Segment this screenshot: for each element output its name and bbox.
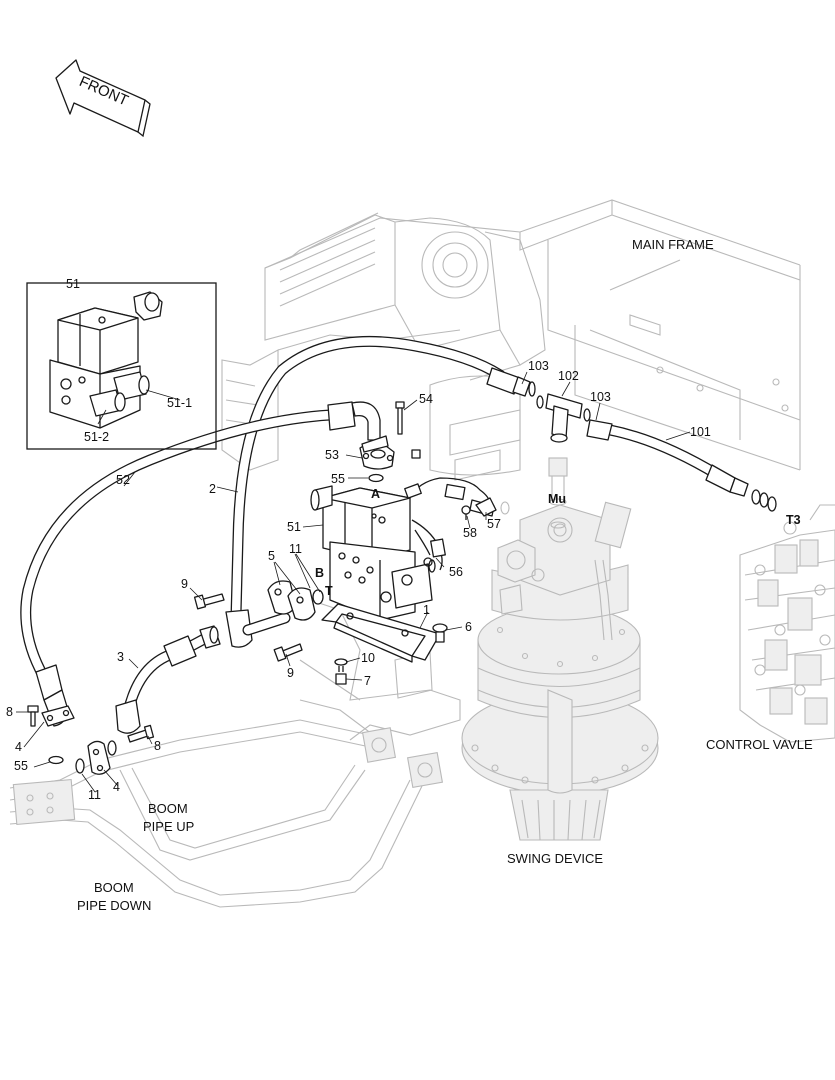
callout-2: 2	[209, 482, 216, 496]
tube-to-valve	[242, 612, 291, 636]
callout-52: 52	[116, 473, 130, 487]
control-valve-caption: CONTROL VAVLE	[706, 737, 813, 752]
boom-pipe-down	[9, 751, 444, 908]
valve-block-51	[310, 485, 436, 621]
bracket-1	[321, 603, 441, 663]
inset-title: 51	[66, 277, 80, 291]
harness-56	[404, 477, 495, 571]
inset-label-51-1: 51-1	[167, 396, 192, 410]
port-mu-label: Mu	[548, 492, 566, 506]
bolt-9-upper	[193, 593, 225, 610]
control-valve	[739, 504, 835, 743]
fitting-102	[536, 393, 591, 443]
callout-103-right: 103	[590, 390, 611, 404]
bolt-8-right	[127, 724, 155, 743]
callout-11-upper: 11	[289, 542, 302, 556]
leader-lines	[16, 371, 691, 793]
callout-4-right: 4	[113, 780, 120, 794]
bolt-6	[432, 623, 448, 643]
diagram-labels: MAIN FRAME CONTROL VAVLE SWING DEVICE BO…	[6, 237, 813, 913]
main-frame-caption: MAIN FRAME	[632, 237, 714, 252]
flange-4-right	[87, 740, 117, 775]
oring-55-lower	[48, 755, 64, 765]
bolt-9-lower	[273, 643, 303, 662]
callout-58: 58	[463, 526, 477, 540]
hose-3	[115, 625, 221, 734]
callout-8-right: 8	[154, 739, 161, 753]
washer-10	[334, 658, 348, 666]
callout-57: 57	[487, 517, 501, 531]
bolt-8-left	[27, 705, 39, 727]
callout-8-left: 8	[6, 705, 13, 719]
callout-7: 7	[364, 674, 371, 688]
clip-57	[475, 497, 497, 517]
callout-10: 10	[361, 651, 375, 665]
callout-9-lower: 9	[287, 666, 294, 680]
flange-5	[267, 580, 324, 621]
swing-device	[461, 457, 659, 841]
callout-4-left: 4	[15, 740, 22, 754]
flange-53	[359, 435, 395, 470]
inset-box-51	[26, 282, 217, 450]
bolt-54	[395, 401, 405, 435]
oring-11-lower	[75, 758, 85, 774]
callout-9-upper: 9	[181, 577, 188, 591]
callout-1: 1	[423, 603, 430, 617]
inset-label-51-2: 51-2	[84, 430, 109, 444]
callout-102: 102	[558, 369, 579, 383]
port-t3-label: T3	[786, 513, 801, 527]
callout-101: 101	[690, 425, 711, 439]
boom-pipe-up-caption-2: PIPE UP	[143, 819, 194, 834]
callout-51: 51	[287, 520, 301, 534]
bolt-58	[461, 505, 471, 520]
oring-55-upper	[368, 473, 384, 483]
boom-pipe-up-caption-1: BOOM	[148, 801, 188, 816]
callout-3: 3	[117, 650, 124, 664]
main-frame-outline	[221, 199, 801, 741]
callout-55-upper: 55	[331, 472, 345, 486]
bolt-7	[335, 666, 347, 685]
callout-11-lower: 11	[88, 788, 101, 802]
front-arrow-icon: FRONT	[55, 59, 151, 138]
callout-53: 53	[325, 448, 339, 462]
flange-4-left	[41, 705, 75, 727]
boom-pipe-down-caption-2: PIPE DOWN	[77, 898, 151, 913]
port-b-label: B	[315, 566, 324, 580]
swing-device-caption: SWING DEVICE	[507, 851, 603, 866]
port-t-label: T	[325, 584, 333, 598]
callout-103-left: 103	[528, 359, 549, 373]
boom-pipe-down-caption-1: BOOM	[94, 880, 134, 895]
callout-54: 54	[419, 392, 433, 406]
hose-101	[586, 419, 777, 512]
callout-5: 5	[268, 549, 275, 563]
callout-56: 56	[449, 565, 463, 579]
callout-6: 6	[465, 620, 472, 634]
callout-55-lower: 55	[14, 759, 28, 773]
small-plug	[411, 449, 421, 459]
hose-2	[225, 335, 536, 648]
port-a-label: A	[371, 487, 380, 501]
